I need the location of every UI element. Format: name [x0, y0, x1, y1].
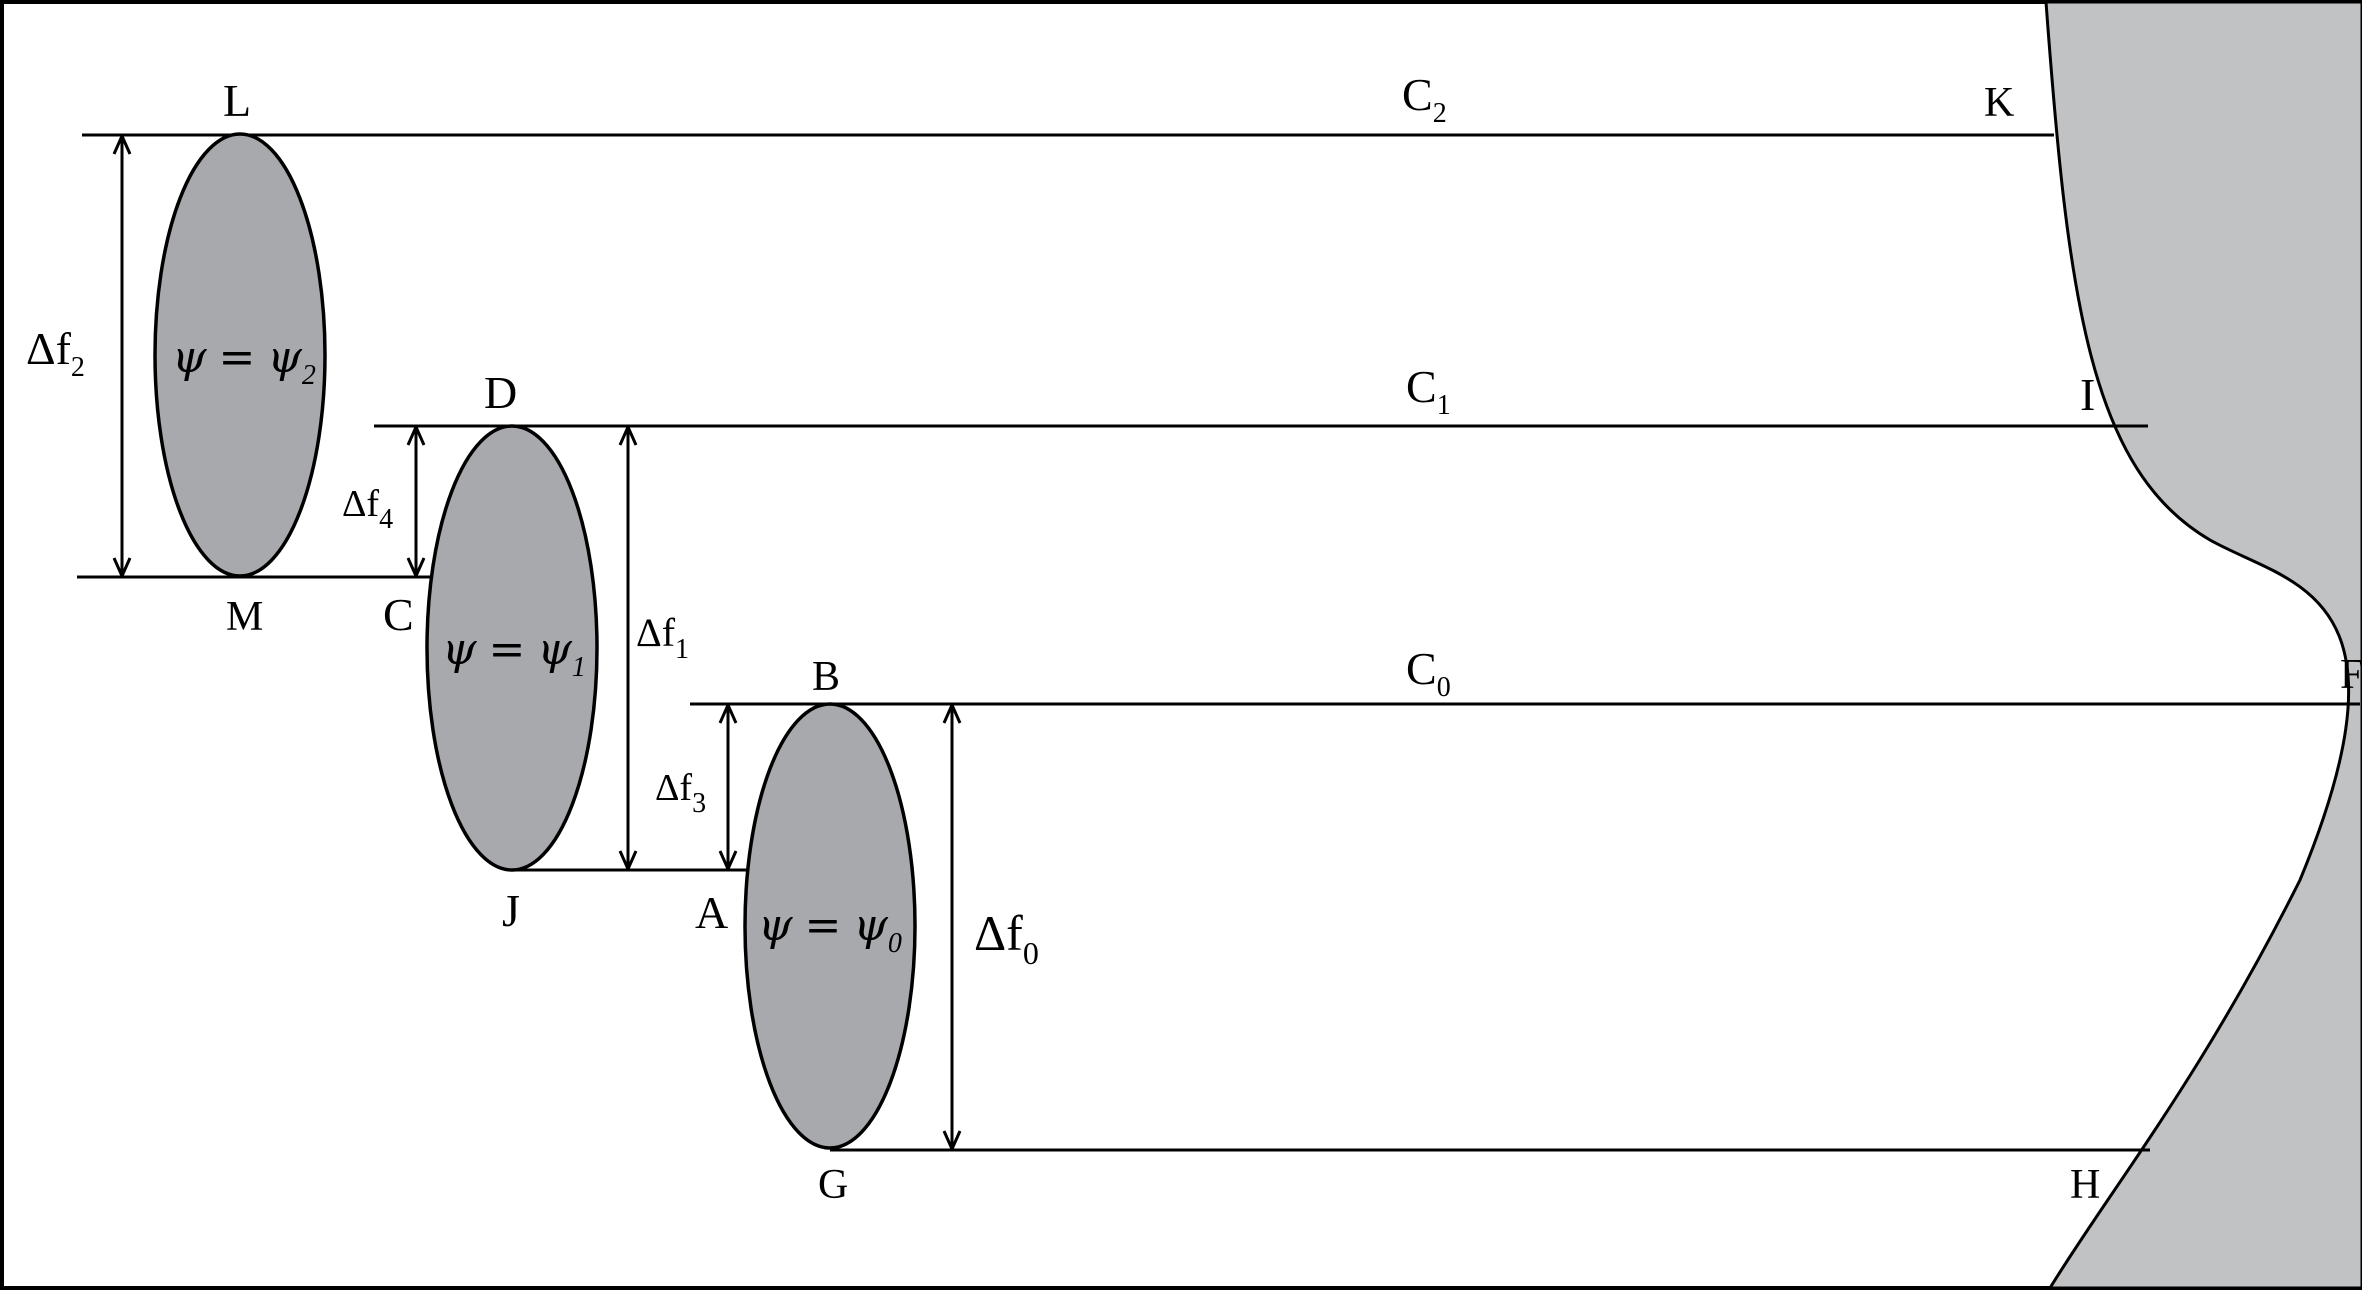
region-psi0: [743, 702, 917, 1150]
label-K: K: [1984, 80, 2014, 126]
label-A: A: [695, 887, 728, 938]
label-H: H: [2070, 1162, 2100, 1208]
label-df0: Δf0: [974, 905, 1039, 971]
region-labels: ψ=ψ2 ψ=ψ1 ψ=ψ0: [172, 332, 902, 959]
label-B: B: [812, 654, 840, 700]
label-df3: Δf3: [655, 767, 706, 819]
label-C: C: [383, 589, 414, 640]
label-C2: C2: [1402, 69, 1447, 129]
label-df1: Δf1: [636, 610, 689, 665]
region-psi1: [425, 424, 599, 872]
label-psi2: ψ=ψ2: [172, 332, 316, 391]
label-I: I: [2080, 369, 2095, 420]
label-df2: Δf2: [26, 323, 85, 383]
label-psi1: ψ=ψ1: [442, 624, 586, 683]
streamlines: [77, 133, 2360, 1152]
label-df4: Δf4: [342, 483, 393, 535]
curve-labels: C2 C1 C0: [1402, 69, 1451, 703]
regions: [153, 132, 917, 1150]
label-J: J: [502, 885, 520, 936]
point-labels: L M K D C J I B A G F H: [223, 75, 2362, 1208]
label-C0: C0: [1406, 643, 1451, 703]
label-C1: C1: [1406, 361, 1451, 421]
interval-arrows: [122, 136, 952, 1149]
label-F: F: [2340, 652, 2362, 698]
label-psi0: ψ=ψ0: [758, 900, 902, 959]
label-L: L: [223, 75, 251, 126]
region-psi2: [153, 132, 327, 578]
label-M: M: [226, 594, 263, 640]
label-D: D: [484, 367, 517, 418]
label-G: G: [818, 1162, 848, 1208]
interval-labels: Δf2 Δf4 Δf1 Δf3 Δf0: [26, 323, 1039, 971]
